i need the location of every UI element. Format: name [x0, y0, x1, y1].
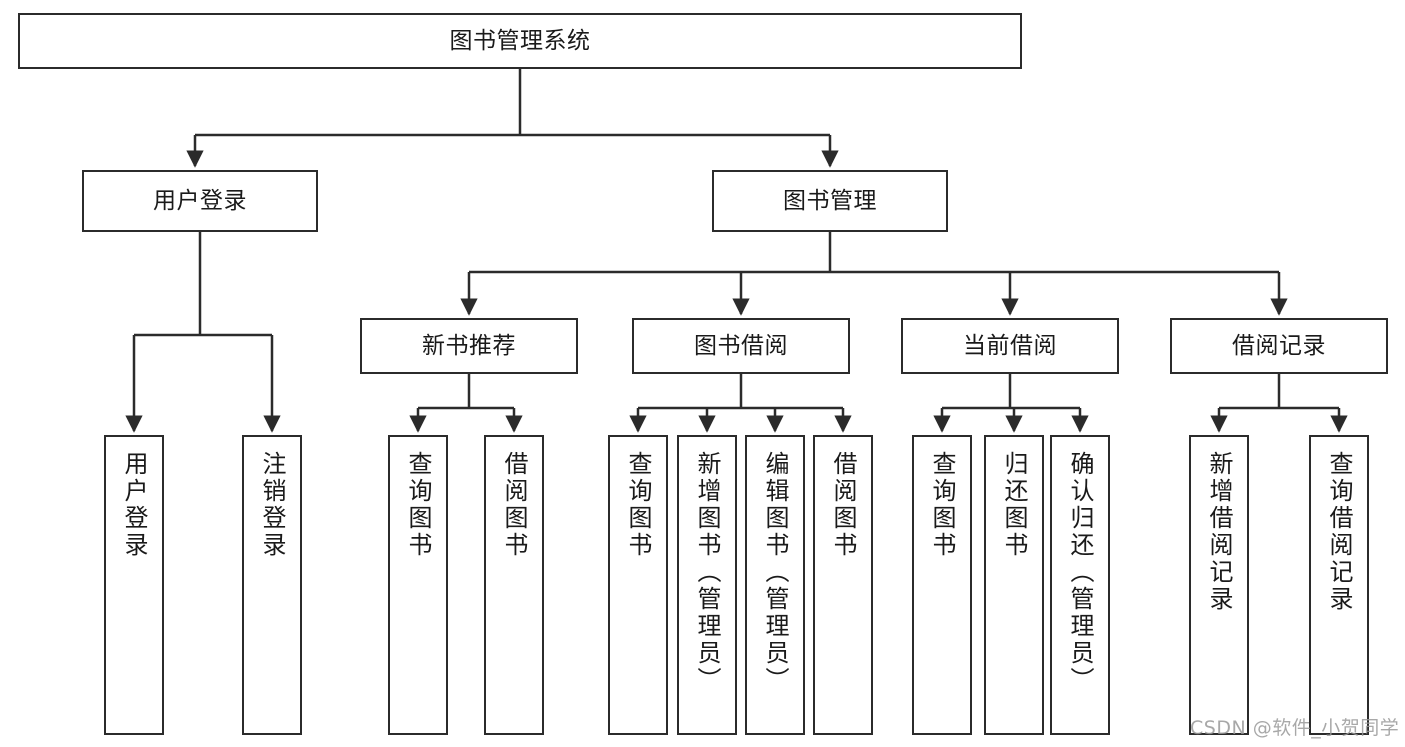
node-label: 新增图书（管理员） [693, 451, 721, 694]
node-label: 注销登录 [258, 451, 286, 559]
node-label: 图书借阅 [694, 332, 788, 359]
csdn-watermark: CSDN @软件_小贺同学 [1190, 717, 1400, 739]
node-label: 当前借阅 [963, 332, 1057, 359]
leaf-add-borrow-record[interactable]: 新增借阅记录 [1189, 435, 1249, 735]
node-label: 借阅图书 [829, 451, 857, 559]
node-user-login[interactable]: 用户登录 [82, 170, 318, 232]
node-borrow-records[interactable]: 借阅记录 [1170, 318, 1388, 374]
node-label: 编辑图书（管理员） [761, 451, 789, 694]
node-label: 借阅记录 [1232, 332, 1326, 359]
leaf-lend-book[interactable]: 借阅图书 [813, 435, 873, 735]
leaf-query-borrow-record[interactable]: 查询借阅记录 [1309, 435, 1369, 735]
node-label: 查询图书 [404, 451, 432, 559]
leaf-user-login[interactable]: 用户登录 [104, 435, 164, 735]
node-book-borrow[interactable]: 图书借阅 [632, 318, 850, 374]
node-label: 确认归还（管理员） [1066, 451, 1094, 694]
leaf-logout[interactable]: 注销登录 [242, 435, 302, 735]
node-label: 查询图书 [928, 451, 956, 559]
leaf-borrow-book-newbook[interactable]: 借阅图书 [484, 435, 544, 735]
leaf-add-book-admin[interactable]: 新增图书（管理员） [677, 435, 737, 735]
leaf-return-book[interactable]: 归还图书 [984, 435, 1044, 735]
node-label: 归还图书 [1000, 451, 1028, 559]
node-label: 用户登录 [153, 187, 247, 214]
leaf-query-book-borrow[interactable]: 查询图书 [608, 435, 668, 735]
leaf-query-book-newbook[interactable]: 查询图书 [388, 435, 448, 735]
node-current-borrow[interactable]: 当前借阅 [901, 318, 1119, 374]
node-label: 图书管理 [783, 187, 877, 214]
node-label: 查询借阅记录 [1325, 451, 1353, 613]
leaf-query-book-current[interactable]: 查询图书 [912, 435, 972, 735]
node-new-book-recommend[interactable]: 新书推荐 [360, 318, 578, 374]
node-book-management[interactable]: 图书管理 [712, 170, 948, 232]
node-label: 新增借阅记录 [1205, 451, 1233, 613]
leaf-edit-book-admin[interactable]: 编辑图书（管理员） [745, 435, 805, 735]
node-label: 新书推荐 [422, 332, 516, 359]
node-label: 查询图书 [624, 451, 652, 559]
node-label: 图书管理系统 [449, 27, 591, 54]
leaf-confirm-return-admin[interactable]: 确认归还（管理员） [1050, 435, 1110, 735]
node-label: 用户登录 [120, 451, 148, 559]
node-label: 借阅图书 [500, 451, 528, 559]
node-root-system[interactable]: 图书管理系统 [18, 13, 1022, 69]
